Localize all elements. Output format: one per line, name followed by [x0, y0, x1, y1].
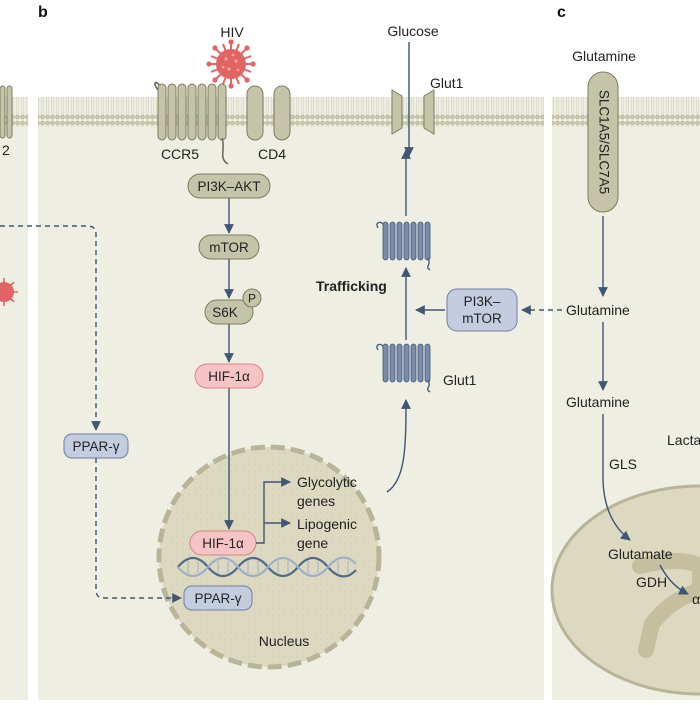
arrow-glutamate-to-alpha: [659, 564, 689, 595]
glucose-label: Glucose: [387, 23, 439, 39]
panel-separator-2: [544, 97, 552, 700]
svg-text:PI3K–AKT: PI3K–AKT: [197, 179, 260, 194]
svg-text:mTOR: mTOR: [462, 311, 502, 326]
glut1-vesicle-upper: [376, 221, 431, 271]
lactate-partial-label: Lacta: [667, 432, 700, 448]
node-ppar-gamma-nuclear: PPAR-γ: [183, 585, 253, 611]
glut1-lower-label: Glut1: [443, 372, 477, 388]
cytoplasm-backgrounds: [0, 97, 700, 700]
glutamine-lower-label: Glutamine: [566, 394, 630, 410]
panel-letter-c: c: [557, 4, 566, 21]
mitochondrion: [550, 484, 700, 696]
panel-separator-1: [28, 97, 38, 700]
node-pi3k-akt: PI3K–AKT: [187, 173, 271, 199]
cd4-label: CD4: [258, 146, 286, 162]
pathway-arrows: [0, 42, 562, 603]
virus-fragment-icon: [0, 278, 18, 306]
panel-letter-b: b: [38, 4, 48, 21]
svg-text:mTOR: mTOR: [209, 240, 249, 255]
arrow-glutamine-to-glutamate: [602, 414, 631, 541]
ccr5-label: CCR5: [161, 146, 199, 162]
lipogenic-gene-line2: gene: [297, 535, 328, 551]
glut1-top-label: Glut1: [430, 75, 464, 91]
svg-text:SLC1A5/SLC7A5: SLC1A5/SLC7A5: [596, 90, 611, 194]
alpha-partial-label: α: [692, 591, 700, 607]
arrow-hif-to-glycolytic: [256, 477, 291, 544]
glut1-membrane-transporter: [391, 89, 435, 135]
glutamine-top-label: Glutamine: [572, 48, 636, 64]
arrow-nucleus-to-glut1: [386, 399, 411, 493]
phospho-badge: [242, 288, 262, 308]
cell-left-fragment: [0, 97, 28, 700]
hiv-virus-icon: [206, 39, 256, 89]
node-pi3k-mtor: PI3K– mTOR: [446, 288, 518, 332]
svg-text:PPAR-γ: PPAR-γ: [72, 439, 119, 454]
node-s6k: S6K P: [204, 288, 262, 325]
dna-helix: [177, 556, 357, 578]
slc1a5-slc7a5-transporter: SLC1A5/SLC7A5: [587, 71, 619, 213]
membrane-c: [552, 97, 700, 127]
svg-text:PI3K–: PI3K–: [464, 294, 501, 309]
glutamine-mid-label: Glutamine: [566, 302, 630, 318]
glut1-vesicle-lower: [376, 343, 431, 393]
svg-text:S6K: S6K: [212, 305, 238, 320]
node-hif1a-cytoplasm: HIF-1α: [194, 363, 264, 389]
node-ppar-gamma-cytoplasm: PPAR-γ: [63, 433, 129, 459]
left-fragment: 2: [0, 85, 18, 306]
lipogenic-gene-line1: Lipogenic: [297, 516, 357, 532]
svg-text:HIF-1α: HIF-1α: [208, 369, 250, 384]
node-hif1a-nuclear: HIF-1α: [189, 530, 257, 556]
glycolytic-genes-line1: Glycolytic: [297, 474, 357, 490]
gls-label: GLS: [609, 456, 637, 472]
trafficking-label: Trafficking: [316, 278, 387, 294]
left-receptor-label: 2: [2, 142, 10, 158]
ccr5-receptor: [154, 81, 229, 165]
arrow-ppar-to-nucleus: [95, 458, 182, 603]
phospho-label: P: [248, 292, 256, 306]
nucleus-label: Nucleus: [259, 633, 310, 649]
left-receptor-helix-2: [6, 85, 13, 139]
membrane-b: [38, 97, 544, 127]
svg-text:HIF-1α: HIF-1α: [202, 536, 244, 551]
glycolytic-genes-line2: genes: [297, 493, 335, 509]
panel-c-arrows: [598, 216, 689, 595]
arrow-pathway-to-ppar: [0, 225, 101, 431]
gdh-label: GDH: [636, 574, 667, 590]
glutamate-label: Glutamate: [608, 546, 673, 562]
svg-text:PPAR-γ: PPAR-γ: [194, 591, 241, 606]
cd4-receptor: [246, 85, 291, 141]
node-mtor: mTOR: [198, 234, 260, 260]
plasma-membranes: [0, 97, 700, 127]
left-receptor-helix-1: [0, 85, 6, 139]
hiv-label: HIV: [220, 24, 244, 40]
